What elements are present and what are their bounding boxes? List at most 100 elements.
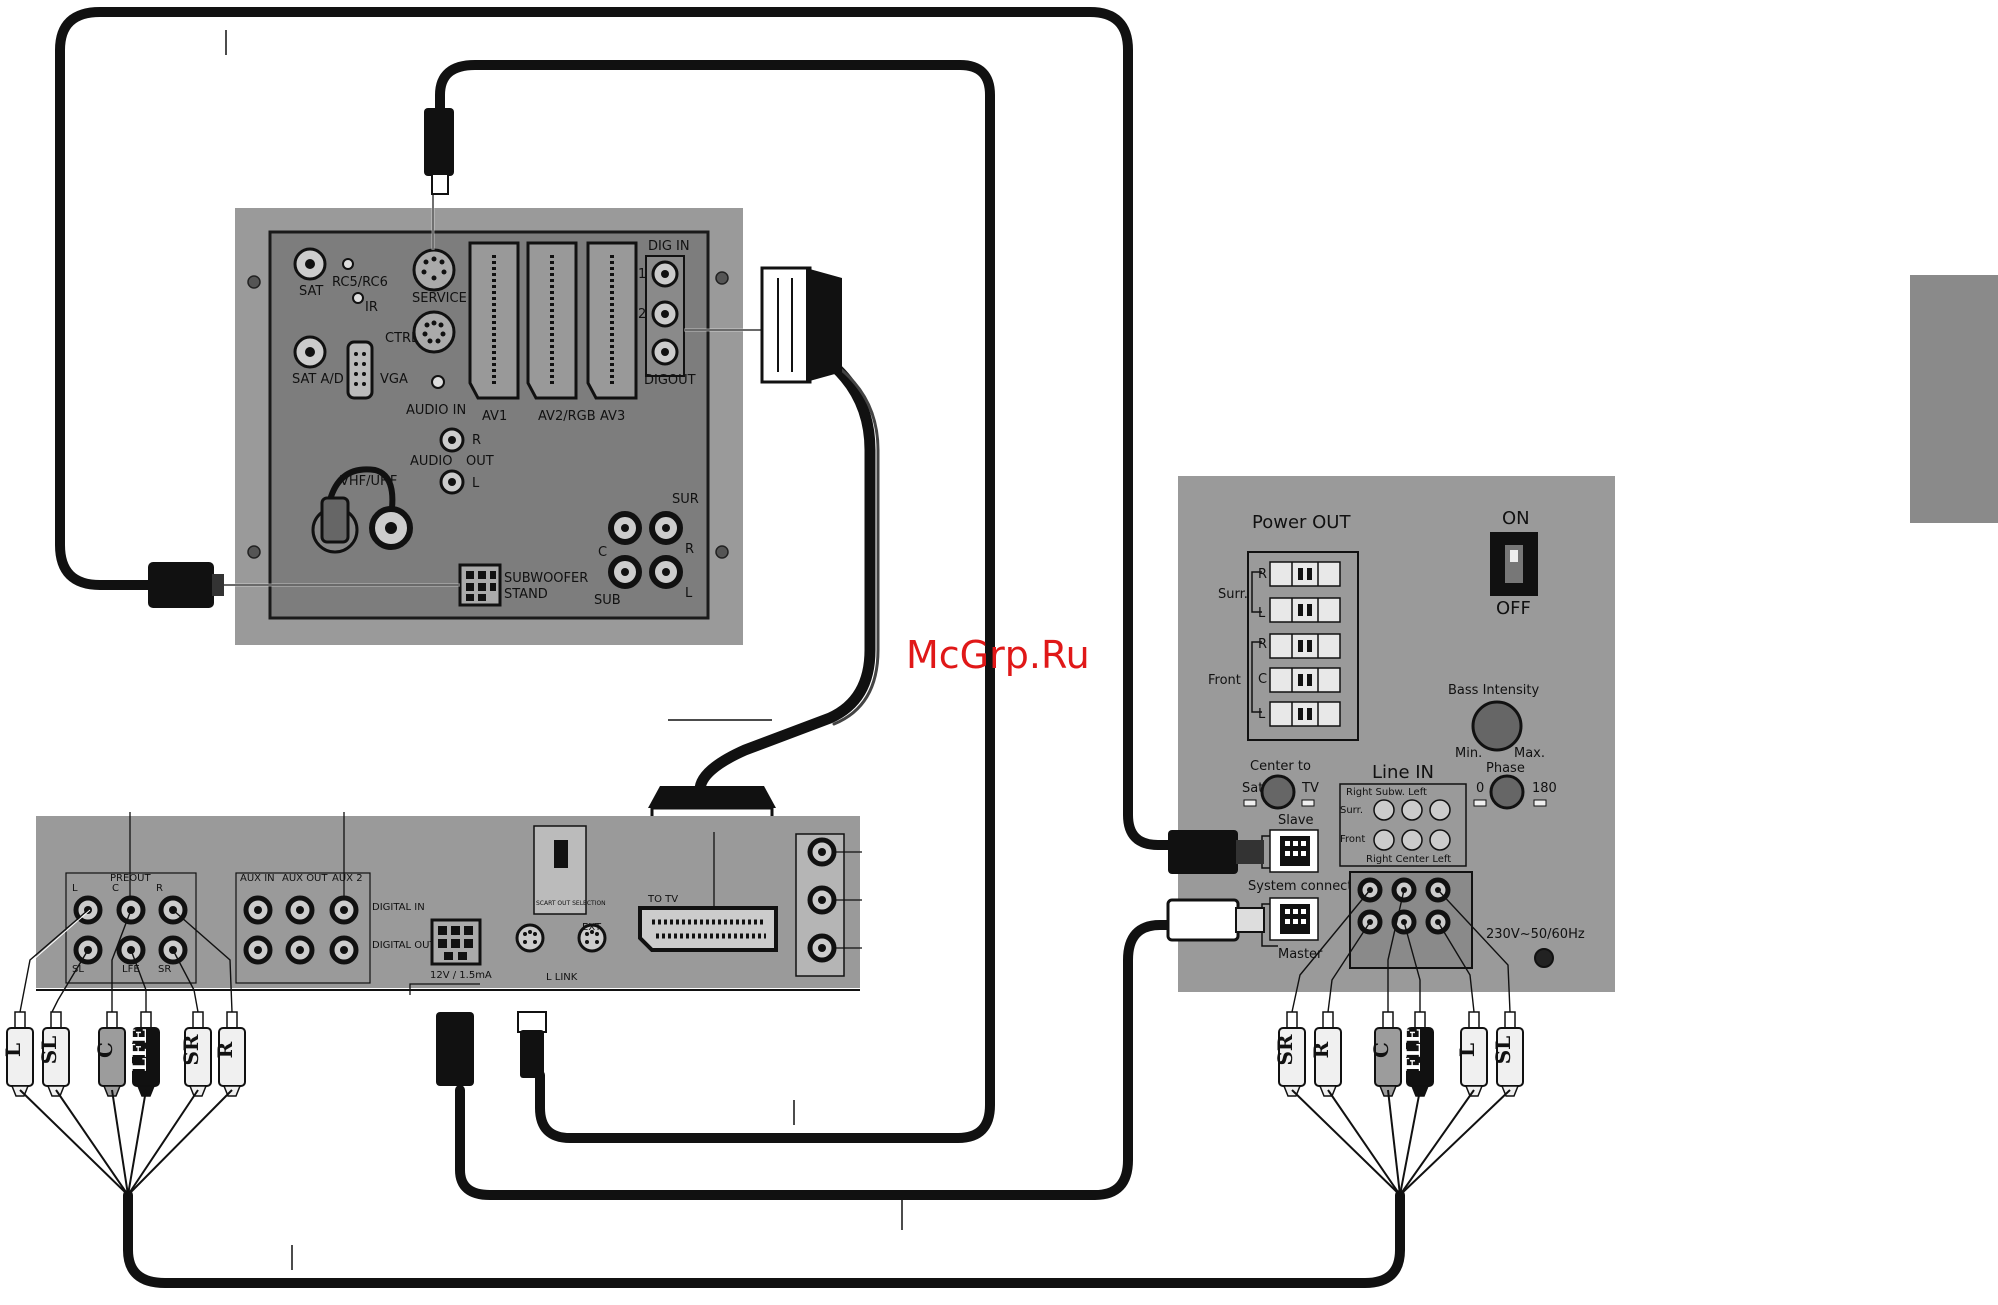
av1-label: AV1	[482, 409, 507, 424]
audio-l-label: L	[472, 476, 480, 491]
bass-intensity-knob[interactable]	[1471, 700, 1523, 752]
slave-label: Slave	[1278, 813, 1314, 828]
subwoofer-label: SUBWOOFER	[504, 571, 588, 586]
line-in-center[interactable]	[1401, 829, 1423, 851]
watermark: McGrp.Ru	[906, 633, 1090, 677]
service-label: SERVICE	[412, 291, 467, 306]
preout-r-label: R	[156, 883, 163, 894]
av3-label: AV3	[600, 409, 625, 424]
service-plug	[424, 108, 454, 195]
dvd-panel: PREOUT AUX IN AUX OUT AUX 2 DIGITAL IN D…	[36, 816, 860, 991]
sub-plug-label: SR	[1273, 1034, 1297, 1065]
line-in-bottom-label: Right Center Left	[1366, 854, 1451, 865]
dvd-12v-plug	[436, 1012, 474, 1086]
line-in-surr-r[interactable]	[1373, 799, 1395, 821]
system-connector-label: System connector	[1248, 879, 1366, 894]
sub-plug-label: R	[1309, 1041, 1333, 1058]
scart-plug-tv	[760, 266, 842, 384]
speaker-terminals	[1269, 561, 1341, 727]
sur-r-label: R	[685, 542, 694, 557]
tv-panel: SAT RC5/RC6 IR SERVICE SAT A/D CTRL VGA …	[235, 208, 743, 645]
cable-subwoofer-stand	[55, 7, 1190, 850]
aux2-label: AUX 2	[332, 873, 363, 884]
terminal-front-r[interactable]	[1269, 633, 1341, 659]
screw-icon	[715, 545, 729, 559]
digital-out-label: DIGITAL OUT	[372, 940, 436, 951]
master-plug	[1166, 898, 1265, 942]
ctrl-jack[interactable]	[412, 310, 456, 354]
terminal-front-l[interactable]	[1269, 701, 1341, 727]
front-r-label: R	[1258, 637, 1267, 652]
av2-label: AV2/RGB	[538, 409, 596, 424]
preout-c-label: C	[112, 883, 119, 894]
cable-12v	[455, 920, 1190, 1200]
terminal-surr-l[interactable]	[1269, 597, 1341, 623]
out-label: OUT	[466, 454, 494, 469]
cable-scart	[694, 349, 876, 796]
surr-label: Surr.	[1218, 587, 1248, 602]
audio-r-label: R	[472, 433, 481, 448]
av3-scart[interactable]	[586, 241, 638, 400]
center-to-label: Center to	[1250, 759, 1311, 774]
vga-port[interactable]	[346, 340, 374, 400]
sur-c-label: C	[598, 545, 607, 560]
line-in-subw-top[interactable]	[1401, 799, 1423, 821]
terminal-front-c[interactable]	[1269, 667, 1341, 693]
front-l-label: L	[1258, 707, 1266, 722]
preout-lfe-label: LFE	[122, 964, 140, 975]
dvd-plug-r: R	[213, 1011, 246, 1097]
scart-selection-switch[interactable]	[554, 840, 568, 868]
to-tv-scart[interactable]	[638, 906, 778, 952]
center-tv-label: TV	[1301, 781, 1319, 796]
center-to-knob[interactable]	[1260, 774, 1296, 810]
terminal-surr-r[interactable]	[1269, 561, 1341, 587]
av2-scart[interactable]	[526, 241, 578, 400]
sub-l-label: L	[685, 586, 693, 601]
phase-0-label: 0	[1476, 781, 1484, 796]
screw-icon	[247, 275, 261, 289]
sub-plug-fle: FLE	[1401, 1011, 1434, 1097]
sub-plug-sl: SL	[1491, 1011, 1524, 1097]
line-in-surr-l[interactable]	[1429, 799, 1451, 821]
aux-out-label: AUX OUT	[282, 873, 328, 884]
av1-scart[interactable]	[468, 241, 520, 400]
preout-sl-label: SL	[72, 964, 84, 975]
on-label: ON	[1502, 508, 1530, 529]
ext-din-jack[interactable]	[577, 923, 607, 953]
sub-plug-r: R	[1309, 1011, 1342, 1097]
scart-selection-label: SCART OUT SELECTION	[536, 900, 606, 907]
line-in-surr-label: Surr.	[1340, 805, 1363, 816]
dig-in-label: DIG IN	[648, 239, 690, 254]
dvd-plug-l: L	[1, 1011, 34, 1097]
subwoofer-panel: Power OUT Surr. Front R L R C L	[1178, 476, 1615, 992]
scart-sockets: AV1 AV2/RGB AV3	[468, 241, 638, 424]
subwoofer-stand-plug	[148, 562, 224, 608]
slave-plug	[1168, 830, 1264, 874]
center-sat-label: Sat	[1242, 781, 1263, 796]
line-in-label: Line IN	[1372, 762, 1434, 783]
dvd-plug-label: SL	[37, 1036, 61, 1065]
mains-socket[interactable]	[1534, 948, 1554, 968]
phase-knob[interactable]	[1489, 774, 1525, 810]
preout-label: PREOUT	[110, 873, 151, 884]
link-din-jack[interactable]	[515, 923, 545, 953]
sub-plug-label: L	[1455, 1043, 1479, 1057]
stand-label: STAND	[504, 587, 548, 602]
line-in-front-label: Front	[1340, 834, 1365, 845]
phase-label: Phase	[1486, 761, 1525, 776]
bundle-wires	[19, 1089, 1511, 1196]
screw-icon	[715, 271, 729, 285]
line-in-front-l[interactable]	[1429, 829, 1451, 851]
ext-label: EXT	[582, 922, 602, 933]
service-din-jack[interactable]	[412, 248, 456, 292]
dvd-plug-label: LFE	[127, 1028, 151, 1072]
aux-in-label: AUX IN	[240, 873, 275, 884]
dvd-plug-sl: SL	[37, 1011, 70, 1097]
rc5-label: RC5/RC6	[332, 275, 388, 290]
sub-plug-label: SL	[1491, 1036, 1515, 1065]
audio-label: AUDIO	[410, 454, 453, 469]
line-in-front-r[interactable]	[1373, 829, 1395, 851]
